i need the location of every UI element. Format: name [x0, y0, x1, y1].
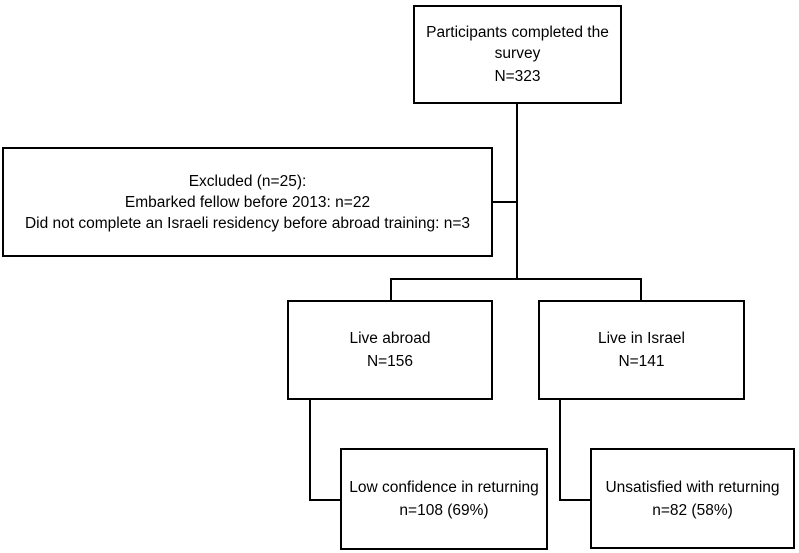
node-unsatisfied: Unsatisfied with returning n=82 (58%): [590, 448, 795, 549]
connector-drop-live-abroad: [390, 278, 392, 302]
connector-israel-elbow-horizontal: [559, 499, 592, 501]
node-live-israel-label: Live in Israel: [597, 330, 685, 347]
connector-excluded-branch: [493, 201, 518, 203]
node-survey: Participants completed the survey N=323: [413, 5, 622, 104]
connector-abroad-elbow-vertical: [309, 400, 311, 501]
connector-drop-live-israel: [640, 278, 642, 302]
node-excluded-title: Excluded (n=25):: [188, 172, 307, 190]
connector-survey-down: [516, 104, 518, 280]
node-live-abroad-label: Live abroad: [349, 330, 431, 347]
node-low-confidence-label: Low confidence in returning: [349, 479, 539, 496]
node-live-abroad: Live abroad N=156: [287, 300, 493, 400]
node-live-israel-count: N=141: [618, 353, 665, 370]
node-survey-count: N=323: [494, 68, 541, 85]
connector-israel-elbow-vertical: [559, 400, 561, 501]
connector-abroad-elbow-horizontal: [309, 499, 342, 501]
node-excluded: Excluded (n=25): Embarked fellow before …: [2, 147, 493, 257]
node-survey-label: Participants completed the survey: [426, 24, 609, 62]
connector-split-horizontal: [390, 278, 642, 280]
node-excluded-reason1: Embarked fellow before 2013: n=22: [124, 193, 371, 211]
node-live-abroad-count: N=156: [366, 353, 414, 370]
node-unsatisfied-label: Unsatisfied with returning: [605, 478, 780, 496]
node-low-confidence: Low confidence in returning n=108 (69%): [340, 448, 548, 550]
node-live-israel: Live in Israel N=141: [538, 300, 745, 400]
node-unsatisfied-count: n=82 (58%): [652, 501, 733, 519]
node-excluded-reason2: Did not complete an Israeli residency be…: [24, 214, 471, 232]
node-low-confidence-count: n=108 (69%): [399, 502, 489, 519]
